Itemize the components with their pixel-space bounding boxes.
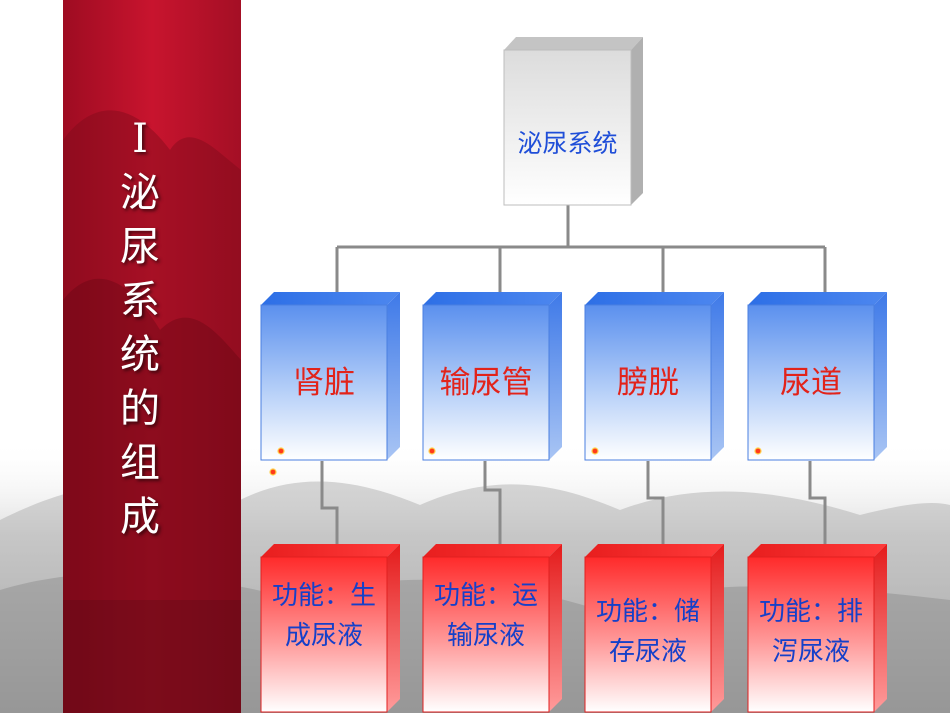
organ-box-bladder[interactable] bbox=[584, 292, 724, 461]
sidebar-title-char: 系 bbox=[120, 278, 160, 324]
sidebar-title-char: 成 bbox=[120, 494, 160, 540]
function-box-bladder[interactable] bbox=[584, 544, 724, 713]
connector-lines bbox=[320, 205, 827, 545]
organ-label-urethra: 尿道 bbox=[780, 365, 842, 401]
organ-label-kidney: 肾脏 bbox=[293, 365, 355, 401]
sidebar-title-char: 尿 bbox=[120, 224, 160, 270]
function-line: 存尿液 bbox=[608, 637, 687, 667]
function-label-ureter: 功能：运 输尿液 bbox=[423, 576, 549, 656]
function-label-bladder: 功能：储 存尿液 bbox=[585, 592, 711, 672]
function-box-ureter[interactable] bbox=[422, 544, 562, 713]
function-line: 功能：运 bbox=[433, 581, 538, 611]
bullet-markers bbox=[269, 447, 762, 476]
function-line: 功能：储 bbox=[595, 597, 700, 627]
root-box[interactable] bbox=[503, 37, 643, 206]
sidebar-title-char: 组 bbox=[120, 440, 160, 486]
organ-label-bladder: 膀胱 bbox=[617, 365, 679, 401]
sidebar-title-char: 统 bbox=[120, 332, 160, 378]
sidebar-title-char: I bbox=[132, 116, 148, 162]
sidebar-title-char: 泌 bbox=[120, 170, 160, 216]
function-line: 成尿液 bbox=[284, 621, 363, 651]
function-line: 泻尿液 bbox=[771, 637, 850, 667]
sidebar-band bbox=[63, 0, 241, 713]
function-line: 输尿液 bbox=[446, 621, 525, 651]
organ-box-urethra[interactable] bbox=[747, 292, 887, 461]
function-label-urethra: 功能：排 泻尿液 bbox=[748, 592, 874, 672]
organ-box-kidney[interactable] bbox=[260, 292, 400, 461]
function-box-urethra[interactable] bbox=[747, 544, 887, 713]
sidebar-title-char: 的 bbox=[120, 386, 160, 432]
function-label-kidney: 功能：生 成尿液 bbox=[261, 576, 387, 656]
function-line: 功能：生 bbox=[271, 581, 376, 611]
root-label: 泌尿系统 bbox=[517, 129, 618, 158]
function-box-kidney[interactable] bbox=[260, 544, 400, 713]
organ-label-ureter: 输尿管 bbox=[439, 365, 533, 401]
organ-box-ureter[interactable] bbox=[422, 292, 562, 461]
function-line: 功能：排 bbox=[758, 597, 863, 627]
sidebar-title: I 泌 尿 系 统 的 组 成 bbox=[100, 112, 180, 544]
